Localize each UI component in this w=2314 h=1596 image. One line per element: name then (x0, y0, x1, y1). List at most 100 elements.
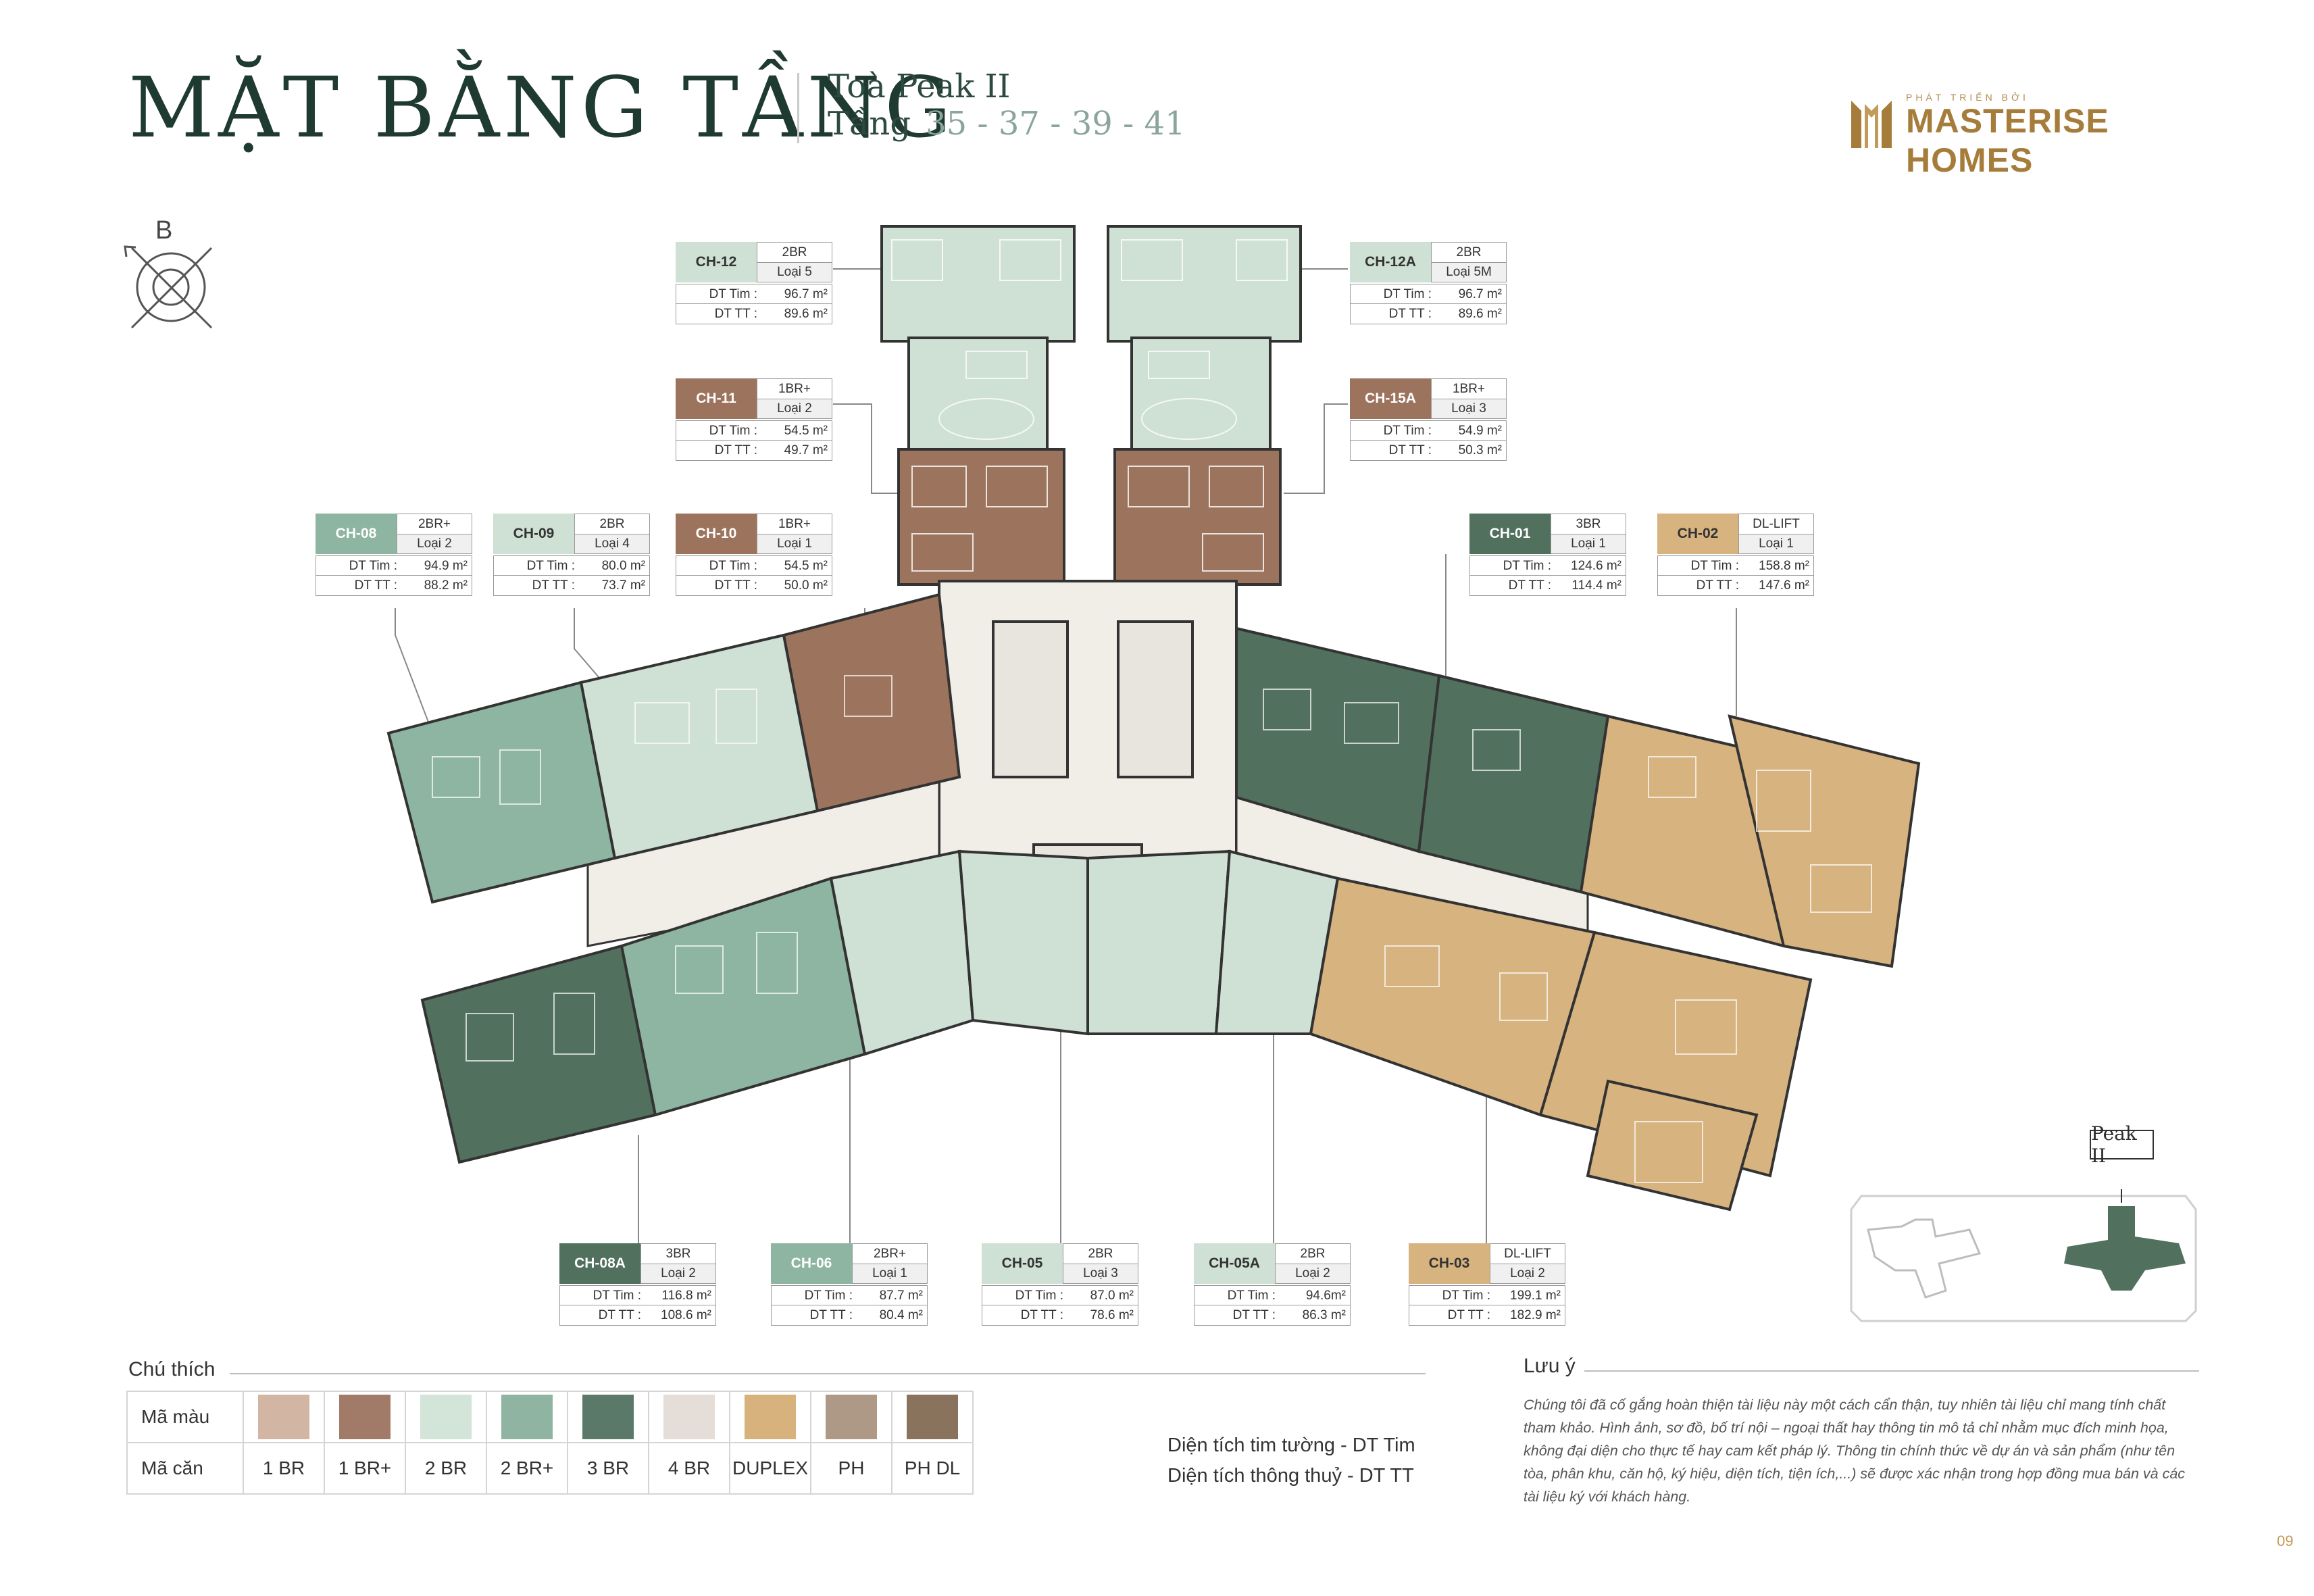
unit-tag-ch-02[interactable]: CH-02 DL-LIFT Loại 1 DT Tim :158.8 m² DT… (1657, 514, 1814, 596)
left-upper-units (386, 593, 961, 904)
unit-tag-ch-10[interactable]: CH-10 1BR+ Loại 1 DT Tim :54.5 m² DT TT … (676, 514, 832, 596)
dt-tim-row: DT Tim :158.8 m² (1657, 555, 1814, 576)
dt-tim-label: DT Tim : (804, 1289, 853, 1303)
dt-tt-value: 73.7 m² (601, 578, 645, 593)
dt-tim-value: 96.7 m² (1458, 287, 1502, 301)
unit-type: 1BR+ (1431, 378, 1507, 399)
dt-tim-label: DT Tim : (526, 559, 575, 573)
dt-tim-label: DT Tim : (709, 424, 757, 438)
legend-label: 2 BR+ (486, 1442, 568, 1495)
dt-tt-label: DT TT : (714, 578, 757, 593)
dt-tt-value: 50.0 m² (784, 578, 828, 593)
unit-type: 2BR (574, 514, 650, 534)
area-definition-tim: Diện tích tim tường - DT Tim (1167, 1435, 1415, 1456)
logo-brand: MASTERISE HOMES (1906, 102, 2109, 179)
legend-label: 1 BR (243, 1442, 325, 1495)
dt-tim-row: DT Tim :80.0 m² (493, 555, 650, 576)
unit-type: 2BR (1275, 1243, 1351, 1264)
legend-swatch-ph (810, 1391, 892, 1443)
dt-tim-row: DT Tim : 94.6m² (1194, 1285, 1351, 1305)
unit-tag-ch-09[interactable]: CH-09 2BR Loại 4 DT Tim :80.0 m² DT TT :… (493, 514, 650, 596)
logo-tagline: PHÁT TRIỂN BỞI (1906, 92, 2029, 103)
note-heading: Lưu ý (1524, 1355, 1576, 1377)
dt-tt-row: DT TT : 50.3 m² (1350, 441, 1507, 461)
dt-tim-row: DT Tim : 96.7 m² (1350, 284, 1507, 304)
legend-swatch-3br (567, 1391, 649, 1443)
dt-tt-label: DT TT : (809, 1308, 853, 1322)
unit-tag-ch-01[interactable]: CH-01 3BR Loại 1 DT Tim :124.6 m² DT TT … (1469, 514, 1626, 596)
unit-subtype: Loại 1 (852, 1264, 928, 1284)
dt-tt-label: DT TT : (1020, 1308, 1063, 1322)
unit-subtype: Loại 2 (640, 1264, 716, 1284)
dt-tim-value: 87.0 m² (1090, 1289, 1134, 1303)
unit-subtype: Loại 1 (1551, 534, 1626, 554)
dt-tim-label: DT Tim : (1690, 559, 1739, 573)
dt-tt-row: DT TT :182.9 m² (1409, 1305, 1565, 1326)
legend-color-row: Mã màu (126, 1391, 974, 1443)
dt-tim-label: DT Tim : (1442, 1289, 1490, 1303)
unit-type: 2BR (1431, 242, 1507, 262)
dt-tim-value: 54.5 m² (784, 559, 828, 573)
dt-tim-value: 54.5 m² (784, 424, 828, 438)
compass-north-letter: B (155, 216, 173, 245)
masterise-logo-icon (1851, 101, 1892, 148)
unit-tag-ch-05[interactable]: CH-05 2BR Loại 3 DT Tim :87.0 m² DT TT :… (982, 1243, 1138, 1326)
note-rule (1584, 1370, 2199, 1372)
unit-code: CH-12 (676, 242, 757, 282)
dt-tt-label: DT TT : (1388, 443, 1432, 457)
dt-tim-label: DT Tim : (709, 559, 757, 573)
legend-row1-label: Mã màu (126, 1391, 244, 1443)
title-divider (797, 73, 799, 143)
compass-icon (124, 245, 213, 329)
unit-tag-ch-12a[interactable]: CH-12A 2BR Loại 5M DT Tim :96.7 m² DT TT… (1350, 242, 1507, 324)
legend-swatch-2brplus (486, 1391, 568, 1443)
dt-tt-row: DT TT :80.4 m² (771, 1305, 928, 1326)
dt-tt-label: DT TT : (714, 307, 757, 321)
dt-tim-row: DT Tim :116.8 m² (559, 1285, 716, 1305)
dt-tim-label: DT Tim : (709, 287, 757, 301)
legend-label: PH (810, 1442, 892, 1495)
dt-tt-value: 78.6 m² (1090, 1308, 1134, 1322)
dt-tim-label: DT Tim : (1227, 1289, 1276, 1303)
dt-tt-value: 89.6 m² (1458, 307, 1502, 321)
unit-tag-ch-03[interactable]: CH-03 DL-LIFT Loại 2 DT Tim :199.1 m² DT… (1409, 1243, 1565, 1326)
unit-tag-ch-08[interactable]: CH-08 2BR+ Loại 2 DT Tim :94.9 m² DT TT … (316, 514, 472, 596)
legend-rule (230, 1373, 1426, 1374)
unit-subtype: Loại 3 (1063, 1264, 1138, 1284)
legend-swatch-1br (243, 1391, 325, 1443)
unit-code: CH-01 (1469, 514, 1551, 554)
unit-tag-ch-06[interactable]: CH-06 2BR+ Loại 1 DT Tim :87.7 m² DT TT … (771, 1243, 928, 1326)
dt-tt-label: DT TT : (1696, 578, 1739, 593)
unit-tag-ch-15a[interactable]: CH-15A 1BR+ Loại 3 DT Tim :54.9 m² DT TT… (1350, 378, 1507, 461)
unit-type: 2BR+ (852, 1243, 928, 1264)
unit-tag-ch-11[interactable]: CH-11 1BR+ Loại 2 DT Tim :54.5 m² DT TT … (676, 378, 832, 461)
legend-label: DUPLEX (729, 1442, 811, 1495)
dt-tt-row: DT TT :114.4 m² (1469, 576, 1626, 596)
legend-label: PH DL (891, 1442, 974, 1495)
unit-tag-ch-12[interactable]: CH-12 2BR Loại 5 DT Tim :96.7 m² DT TT :… (676, 242, 832, 324)
dt-tt-row: DT TT :89.6 m² (1350, 304, 1507, 324)
tower-top-right (1107, 225, 1302, 586)
unit-subtype: Loại 3 (1431, 399, 1507, 419)
dt-tt-row: DT TT : 147.6 m² (1657, 576, 1814, 596)
unit-tag-ch-05a[interactable]: CH-05A 2BR Loại 2 DT Tim :94.6m² DT TT :… (1194, 1243, 1351, 1326)
dt-tt-value: 49.7 m² (784, 443, 828, 457)
dt-tim-label: DT Tim : (1015, 1289, 1063, 1303)
dt-tim-label: DT Tim : (1383, 287, 1432, 301)
legend-label: 4 BR (648, 1442, 730, 1495)
unit-code: CH-06 (771, 1243, 852, 1284)
dt-tim-label: DT Tim : (349, 559, 397, 573)
unit-type: 1BR+ (757, 378, 832, 399)
unit-subtype: Loại 4 (574, 534, 650, 554)
dt-tim-value: 94.6m² (1305, 1289, 1346, 1303)
dt-tt-value: 50.3 m² (1458, 443, 1502, 457)
unit-subtype: Loại 5M (1431, 262, 1507, 282)
tower-top-left (880, 225, 1076, 586)
leader-lines (395, 268, 1737, 1243)
dt-tt-value: 147.6 m² (1759, 578, 1809, 593)
left-lower-units (420, 849, 975, 1164)
keyplan-other-tower (1867, 1218, 1982, 1299)
unit-tag-ch-08a[interactable]: CH-08A 3BR Loại 2 DT Tim :116.8 m² DT TT… (559, 1243, 716, 1326)
